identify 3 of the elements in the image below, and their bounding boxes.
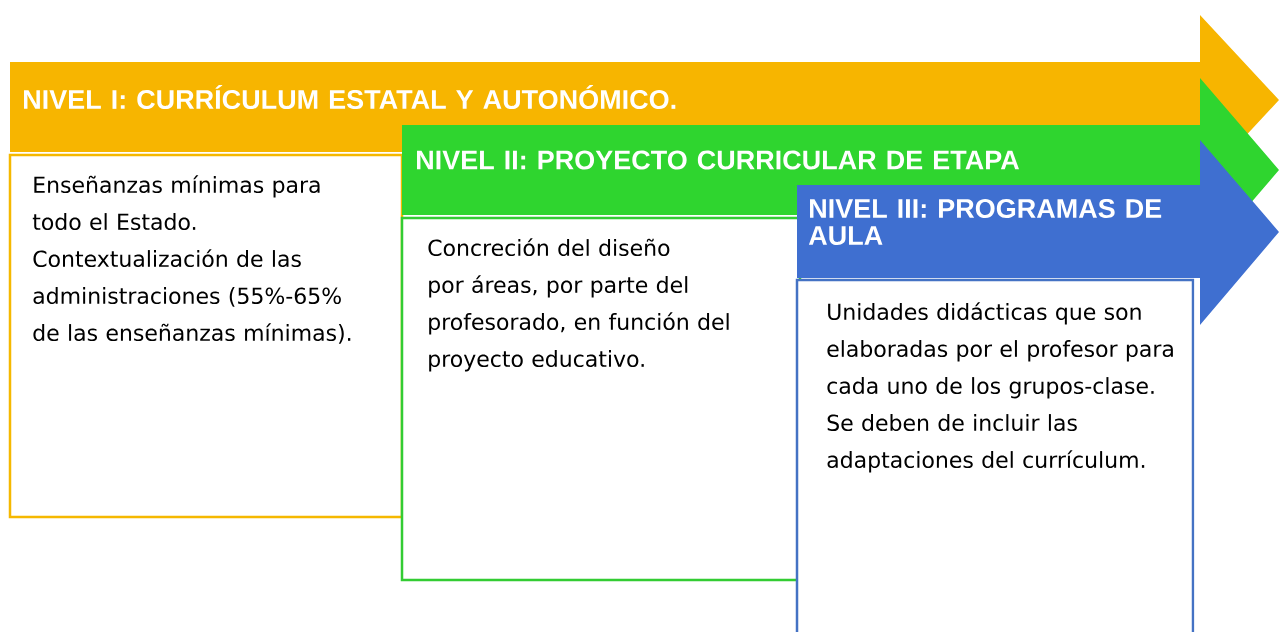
text-box: Enseñanzas mínimas para todo el Estado. Contextualización de las administraciones (55%-65% de las enseñanzas mínimas). bbox=[8, 153, 404, 519]
text-box: Concreción del diseño por áreas, por parte del profesorado, en función del proyecto educativo. bbox=[400, 216, 802, 582]
text-box: Unidades didácticas que son elaboradas por el profesor para cada uno de los grupos-clase. Se deben de incluir las adaptaciones del currículum. bbox=[795, 278, 1195, 632]
